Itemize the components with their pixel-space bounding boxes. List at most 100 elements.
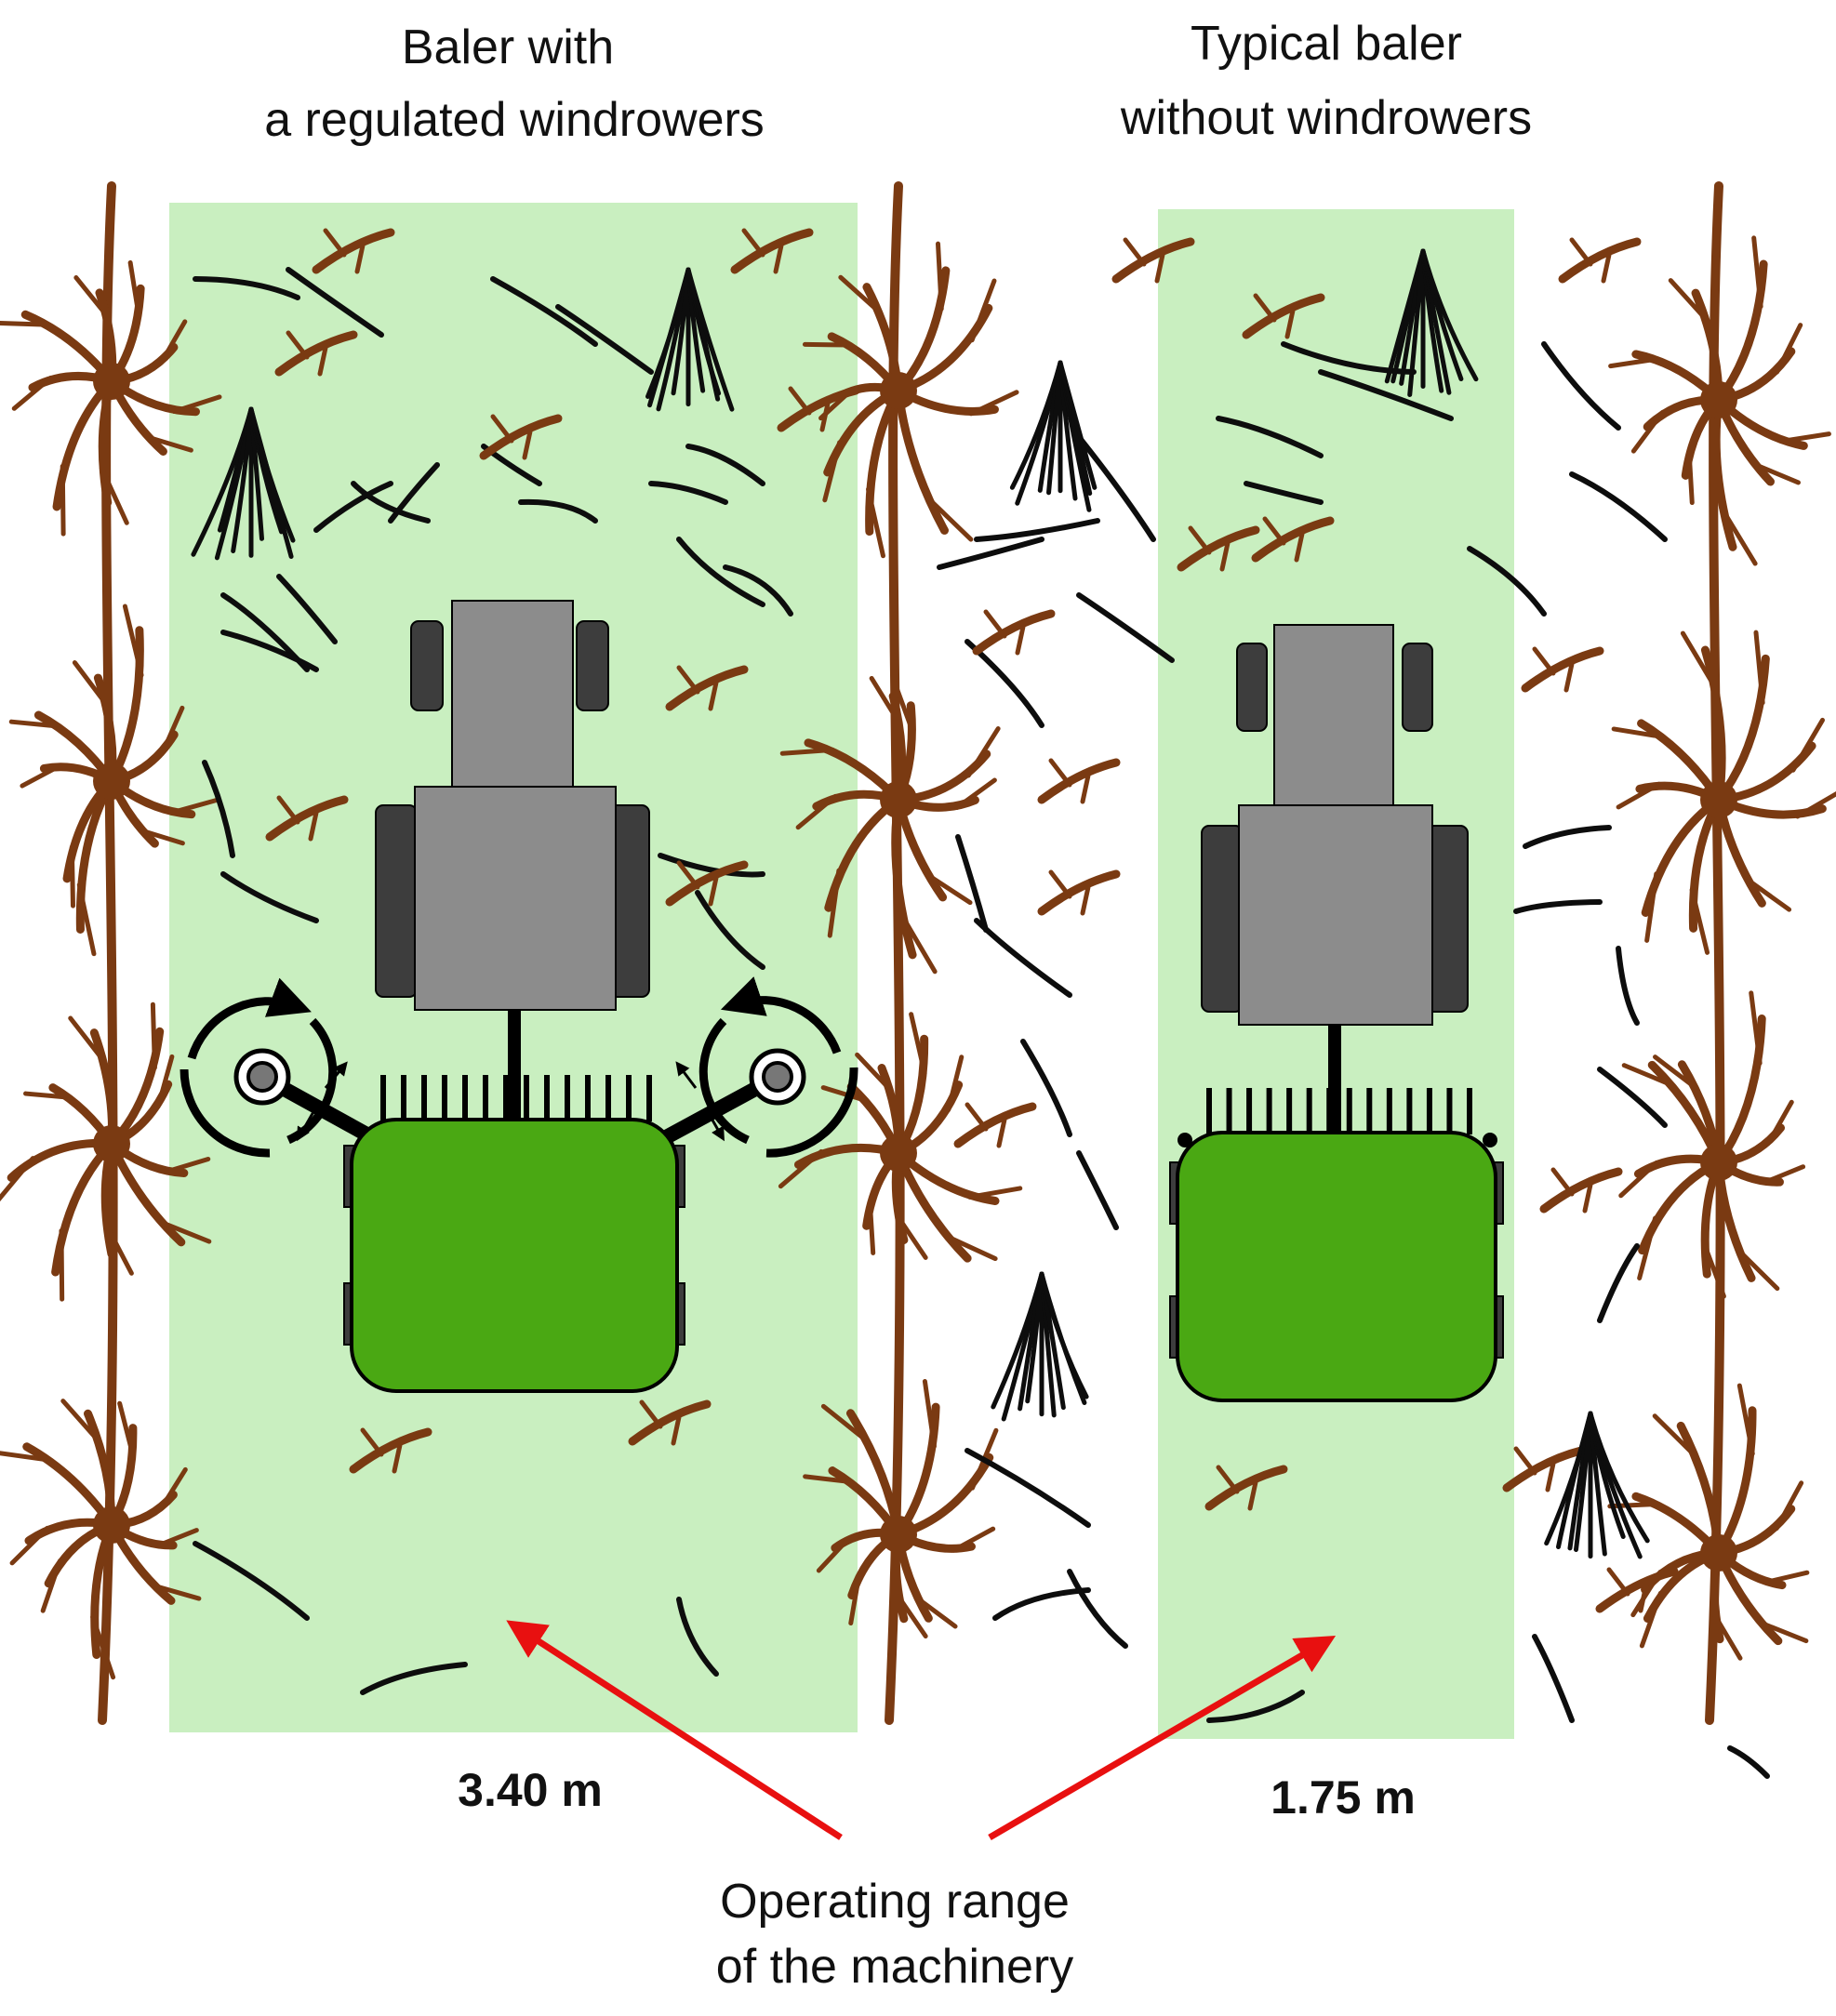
residue-leaf	[479, 414, 563, 460]
residue-twig	[648, 481, 728, 505]
drawbar	[508, 1010, 521, 1121]
residue-twig	[360, 1662, 468, 1695]
residue-leaf	[1037, 869, 1121, 916]
residue-twig	[676, 1597, 719, 1677]
residue-leaf	[265, 795, 349, 842]
windrower-right	[675, 976, 858, 1158]
residue-twig	[193, 1541, 310, 1621]
residue-leaf	[1204, 1465, 1288, 1511]
residue-twig	[1020, 1039, 1072, 1137]
vine-plant	[1618, 990, 1806, 1299]
residue-twig	[965, 1448, 1091, 1528]
vine-plant	[779, 675, 1001, 975]
residue-twig	[1541, 341, 1621, 431]
tractor-front-tire-right	[576, 620, 609, 711]
tractor-cab	[1238, 804, 1433, 1026]
residue-twig	[676, 537, 765, 607]
vine-plant	[8, 603, 219, 957]
residue-leaf	[1502, 1446, 1586, 1492]
residue-twig	[313, 481, 393, 533]
residue-twig	[1318, 369, 1454, 421]
annotation-line1: Operating range	[720, 1875, 1070, 1929]
residue-twig	[1523, 825, 1612, 849]
residue-twig	[1076, 434, 1156, 542]
residue-twig	[1513, 899, 1603, 914]
residue-twig	[695, 890, 765, 970]
residue-twig	[1244, 481, 1324, 505]
tractor-rear-tire-left	[375, 804, 418, 998]
residue-twig	[1076, 592, 1175, 663]
tractor-front-tire-right	[1402, 643, 1433, 732]
residue-leaf	[1595, 1567, 1679, 1613]
residue-leaf	[1177, 525, 1260, 572]
residue-leaf	[1539, 1167, 1623, 1214]
vine-rows	[0, 181, 1836, 1725]
residue-clump	[991, 1271, 1089, 1422]
residue-leaf	[1111, 237, 1195, 284]
tractor-front-tire-left	[1236, 643, 1268, 732]
residue-twig	[955, 834, 989, 933]
residue-twig	[1281, 341, 1417, 375]
residue-twig	[1206, 1690, 1305, 1723]
tractor-rear-tire-left	[1201, 825, 1244, 1013]
residue-twig	[1597, 1243, 1640, 1323]
right-tractor	[1201, 624, 1469, 1026]
residue-leaf	[730, 228, 814, 274]
residue-leaf	[665, 665, 749, 711]
vine-plant	[1607, 1383, 1810, 1661]
residue-leaf	[972, 609, 1056, 656]
residue-leaf	[274, 330, 358, 377]
residue-twig	[276, 574, 338, 644]
arrow-to-left-range	[506, 1620, 843, 1840]
crop-residue	[191, 228, 1770, 1779]
vine-plant	[0, 1399, 202, 1680]
residue-twig	[1569, 471, 1668, 542]
tractor-hood	[451, 600, 574, 788]
residue-twig	[1467, 546, 1547, 617]
annotation-line2: of the machinery	[716, 1940, 1073, 1994]
tractor-front-tire-left	[410, 620, 444, 711]
residue-twig	[1616, 946, 1640, 1026]
vine-plant	[802, 241, 1019, 559]
residue-clump	[1544, 1411, 1650, 1559]
residue-twig	[974, 518, 1100, 542]
left-baler-machine	[180, 600, 858, 1393]
residue-clump	[1384, 248, 1479, 398]
residue-twig	[518, 498, 598, 524]
vine-plant	[0, 1001, 212, 1302]
left-title-line2: a regulated windrowers	[264, 93, 765, 147]
right-baler-body	[1169, 1131, 1504, 1402]
right-title-line1: Typical baler	[1191, 17, 1462, 71]
residue-clump	[1009, 360, 1098, 512]
tractor-hood	[1273, 624, 1394, 806]
arrow-to-right-range	[988, 1635, 1337, 1841]
left-title-line1: Baler with	[402, 20, 614, 74]
pickup-tines	[1206, 1088, 1472, 1134]
residue-leaf	[1037, 758, 1121, 804]
residue-twig	[193, 276, 300, 300]
residue-twig	[992, 1587, 1091, 1621]
residue-twig	[1216, 416, 1324, 458]
residue-twig	[490, 276, 598, 347]
windrower-left	[180, 977, 348, 1158]
pickup-tines	[380, 1075, 652, 1121]
left-baler-body	[343, 1118, 685, 1393]
residue-twig	[974, 918, 1072, 998]
residue-clump	[191, 406, 296, 561]
residue-twig	[723, 564, 793, 617]
residue-leaf	[628, 1399, 712, 1446]
vine-plant	[1611, 630, 1836, 955]
residue-twig	[351, 481, 431, 524]
right-width-label: 1.75 m	[1271, 1771, 1416, 1824]
residue-twig	[1532, 1634, 1575, 1723]
residue-leaf	[1521, 646, 1604, 693]
left-tractor	[375, 600, 650, 1011]
residue-leaf	[1251, 516, 1335, 563]
residue-twig	[202, 760, 235, 858]
vine-plant	[0, 259, 222, 537]
residue-twig	[1067, 1569, 1128, 1649]
left-width-label: 3.40 m	[458, 1764, 603, 1816]
residue-twig	[220, 871, 319, 923]
right-baler-machine	[1169, 624, 1504, 1402]
